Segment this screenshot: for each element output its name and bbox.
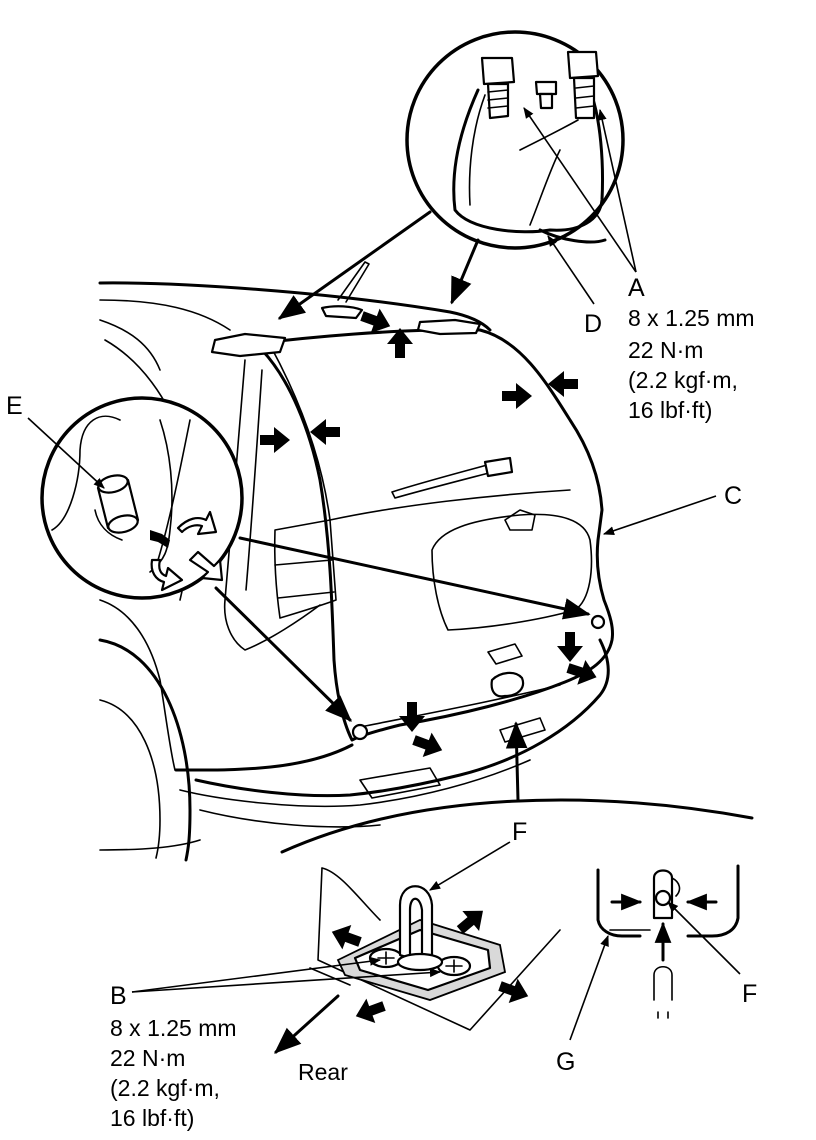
separator-curve: [280, 798, 754, 854]
striker-alignment-detail: [596, 864, 740, 1019]
label-g: G: [556, 1048, 575, 1076]
striker-leader-arrow: [505, 721, 528, 802]
striker-detail: [309, 867, 561, 1031]
spec-a-line3: (2.2 kgf·m,: [628, 367, 738, 393]
damper-leader-arrows: [214, 536, 591, 722]
spec-a-line2: 22 N·m: [628, 337, 703, 363]
spec-b-line4: 16 lbf·ft): [110, 1105, 194, 1131]
damper-detail-circle: [40, 396, 244, 600]
label-f-right: F: [742, 980, 757, 1008]
label-leaders: [27, 107, 741, 1054]
callout-labels: A 8 x 1.25 mm 22 N·m (2.2 kgf·m, 16 lbf·…: [6, 274, 757, 1131]
gap-arrows: [260, 303, 601, 763]
label-e: E: [6, 392, 23, 420]
spec-b-line2: 22 N·m: [110, 1045, 185, 1071]
spec-b-line3: (2.2 kgf·m,: [110, 1075, 220, 1101]
label-a: A: [628, 274, 645, 302]
label-f-top: F: [512, 818, 527, 846]
spec-a-line1: 8 x 1.25 mm: [628, 305, 755, 331]
label-b: B: [110, 982, 127, 1010]
spec-a-line4: 16 lbf·ft): [628, 397, 712, 423]
label-c: C: [724, 482, 742, 510]
spec-b-line1: 8 x 1.25 mm: [110, 1015, 237, 1041]
label-rear: Rear: [298, 1059, 348, 1085]
label-d: D: [584, 310, 602, 338]
hinge-leader-arrows: [277, 210, 480, 320]
hinge-detail-circle: [405, 30, 625, 250]
